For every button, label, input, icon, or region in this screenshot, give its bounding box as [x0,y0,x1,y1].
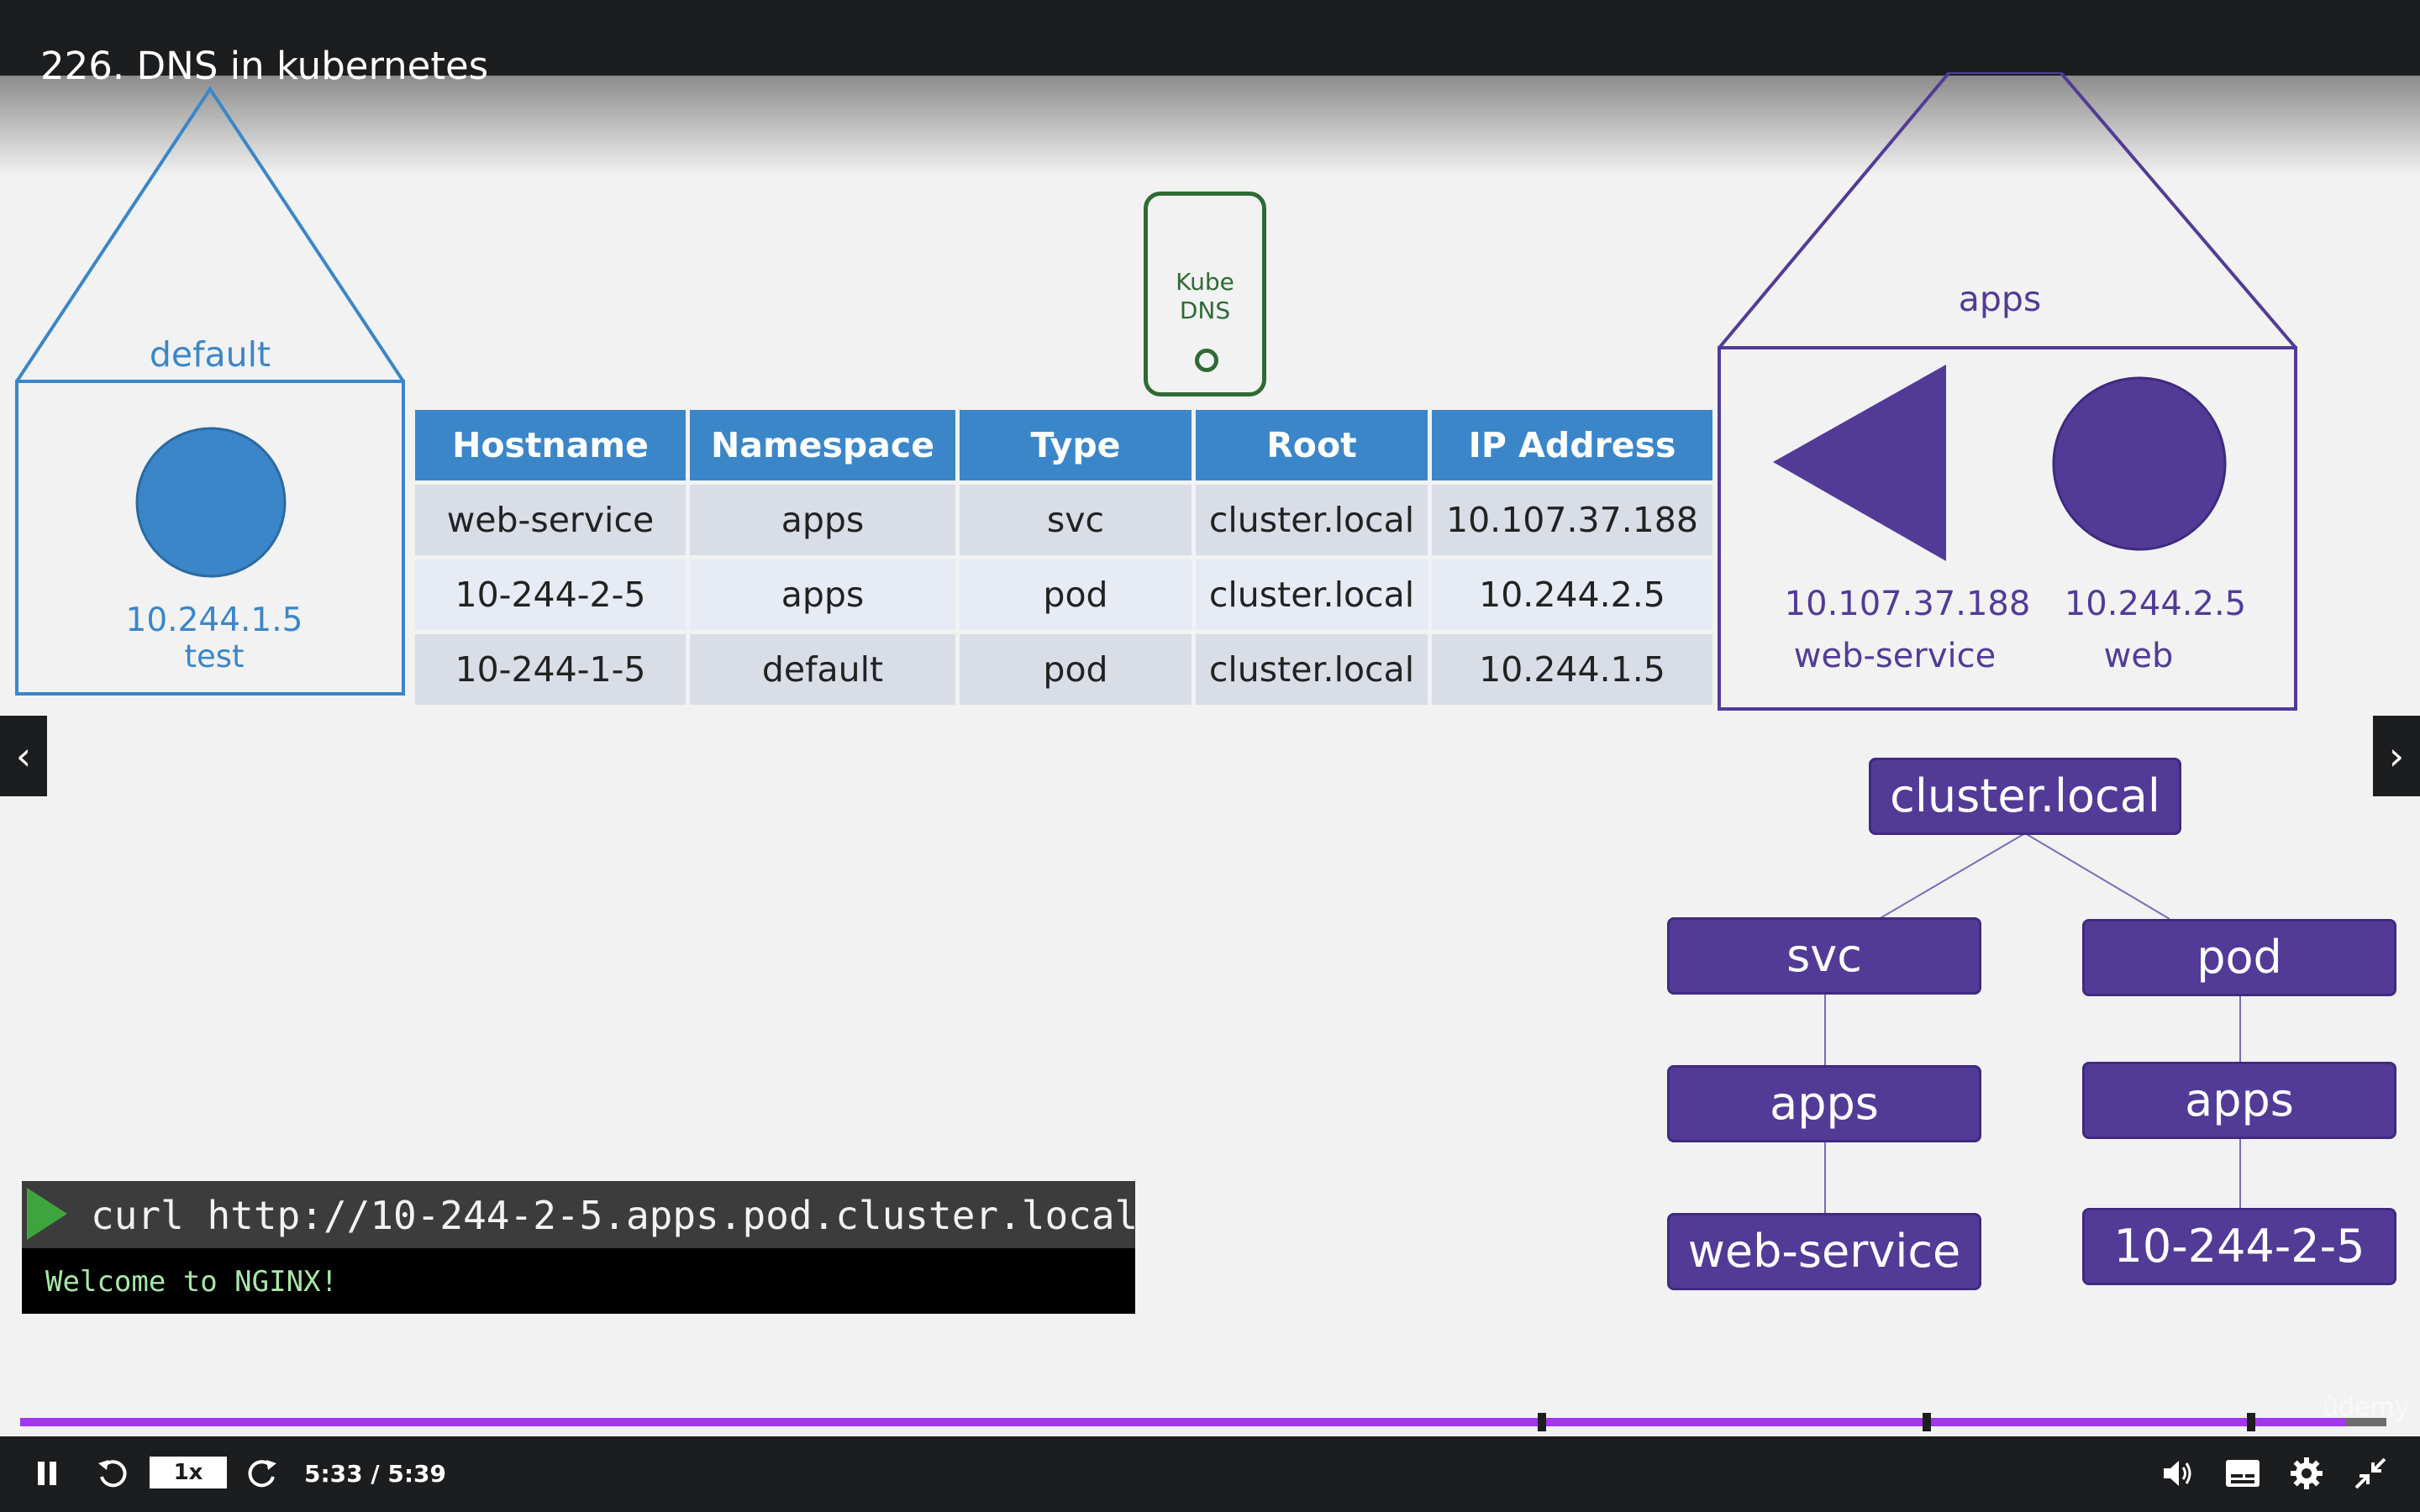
pause-button[interactable] [29,1455,66,1492]
captions-button[interactable] [2222,1453,2264,1494]
pod-test-circle [135,427,287,578]
cell-root: cluster.local [1196,485,1428,555]
rewind-button[interactable] [91,1453,133,1494]
kube-dns-port-icon [1195,349,1218,372]
chevron-right-icon: › [2388,733,2405,779]
play-prompt-icon [27,1188,67,1240]
tree-node-pod-apps: apps [2082,1062,2396,1139]
cell-root: cluster.local [1196,559,1428,630]
table-row: 10-244-1-5 default pod cluster.local 10.… [415,634,1712,705]
progress-fill [20,1418,2347,1426]
pod-web-name: web [2103,637,2174,675]
cell-ip: 10.107.37.188 [1432,485,1712,555]
gear-icon [2291,1457,2323,1489]
apps-namespace-label: apps [1958,279,2042,319]
tree-node-svc-apps: apps [1667,1065,1981,1142]
cell-hostname: 10-244-1-5 [415,634,686,705]
table-header-row: Hostname Namespace Type Root IP Address [415,410,1712,480]
udemy-watermark: ûdemy [2323,1393,2410,1422]
header-namespace: Namespace [690,410,955,480]
chapter-marker[interactable] [1923,1413,1931,1431]
cell-namespace: apps [690,559,955,630]
cell-hostname: 10-244-2-5 [415,559,686,630]
header-root: Root [1196,410,1428,480]
pod-web-circle [2052,376,2227,551]
tree-node-pod-ip: 10-244-2-5 [2082,1208,2396,1285]
terminal-output: Welcome to NGINX! [45,1265,338,1299]
forward-button[interactable] [242,1453,284,1494]
kube-dns-label-line1: Kube [1176,268,1234,296]
volume-icon [2164,1461,2191,1486]
dns-records-table: Hostname Namespace Type Root IP Address … [411,406,1717,709]
terminal-command-bar [22,1181,1135,1248]
exit-fullscreen-icon [2354,1457,2386,1489]
settings-button[interactable] [2286,1453,2328,1494]
kube-dns-label-line2: DNS [1179,297,1231,324]
cell-ip: 10.244.2.5 [1432,559,1712,630]
service-ip: 10.107.37.188 [1784,585,2031,623]
header-ip-address: IP Address [1432,410,1712,480]
terminal-output-area [22,1248,1135,1314]
forward-icon [248,1460,276,1488]
default-namespace-label: default [149,334,271,375]
chapter-marker[interactable] [1538,1413,1546,1431]
dns-tree-connectors [1824,832,2241,1215]
service-triangle-icon [1773,365,1946,561]
tree-node-pod: pod [2082,919,2396,996]
header-fade [0,76,2420,176]
cell-root: cluster.local [1196,634,1428,705]
pod-test-name: test [184,638,245,675]
cell-type: pod [960,559,1192,630]
tree-node-cluster-local: cluster.local [1869,758,2181,835]
cell-namespace: apps [690,485,955,555]
cell-ip: 10.244.1.5 [1432,634,1712,705]
cell-type: pod [960,634,1192,705]
header-type: Type [960,410,1192,480]
apps-namespace-house [1718,72,2297,711]
lecture-title: 226. DNS in kubernetes [40,44,489,88]
cell-hostname: web-service [415,485,686,555]
cell-type: svc [960,485,1192,555]
pod-test-ip: 10.244.1.5 [125,601,303,639]
table-row: web-service apps svc cluster.local 10.10… [415,485,1712,555]
volume-button[interactable] [2158,1453,2200,1494]
playback-speed-button[interactable]: 1x [150,1457,227,1488]
default-namespace-house [15,86,405,696]
rewind-icon [98,1460,127,1488]
player-controls-bar [0,1436,2420,1512]
pod-web-ip: 10.244.2.5 [2064,585,2247,623]
cell-namespace: default [690,634,955,705]
next-slide-button[interactable]: › [2373,716,2420,796]
chevron-left-icon: ‹ [15,733,32,779]
table-row: 10-244-2-5 apps pod cluster.local 10.244… [415,559,1712,630]
captions-icon [2226,1460,2260,1487]
exit-fullscreen-button[interactable] [2349,1453,2391,1494]
header-hostname: Hostname [415,410,686,480]
time-display: 5:33 / 5:39 [304,1460,447,1488]
tree-node-web-service: web-service [1667,1213,1981,1290]
previous-slide-button[interactable]: ‹ [0,716,47,796]
terminal-command: curl http://10-244-2-5.apps.pod.cluster.… [91,1193,1139,1238]
tree-node-svc: svc [1667,917,1981,995]
kube-dns-box: Kube DNS [1144,192,1266,396]
pause-icon [38,1462,56,1485]
header-bar [0,0,2420,76]
chapter-marker[interactable] [2247,1413,2255,1431]
service-name: web-service [1793,637,1996,675]
